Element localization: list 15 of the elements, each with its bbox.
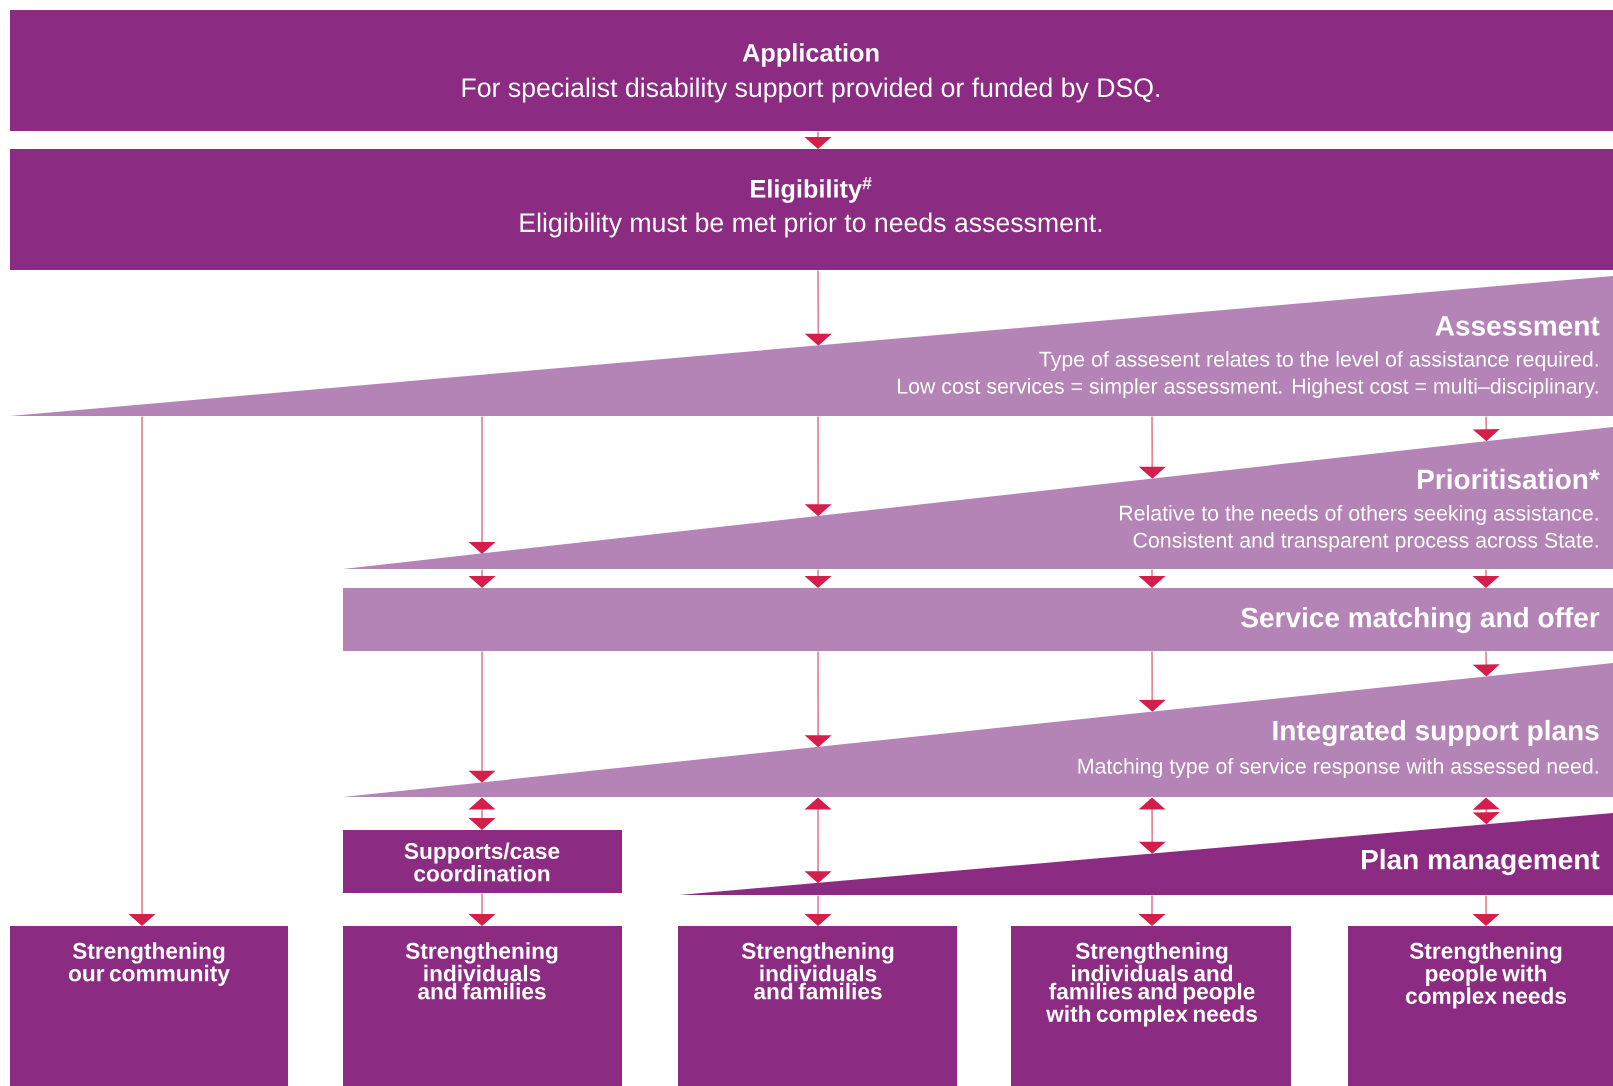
- outcome-box: Strengthening our community: [10, 926, 288, 1086]
- double-arrow: [468, 797, 496, 830]
- outcome-box: Strengthening individuals and families: [343, 926, 622, 1086]
- outcome-box: Strengthening individuals and families: [678, 926, 957, 1086]
- wedge-banner: Integrated support plans Matching type of service response with assessed need.: [343, 663, 1613, 797]
- wedge-banner: Prioritisation* Relative to the needs of others seeking assistance. Consistent and transparent process across State.: [343, 427, 1613, 569]
- stage-banner: Eligibility$^{#}$ Eligibility must be met prior to needs assessment.: [10, 149, 1613, 270]
- outcome-box: Strengthening individuals and families and people with complex needs: [1011, 926, 1291, 1086]
- stage-banner: Service matching and offer: [343, 588, 1613, 651]
- outcome-box: Strengthening people with complex needs: [1348, 926, 1613, 1086]
- process-box: Supports/case coordination: [343, 830, 622, 893]
- wedge-banner: Plan management: [679, 813, 1613, 895]
- wedge-banner: Assessment Type of assesent relates to the level of assistance required. Low cost services = simpler assessment. Highest cost = multi–disciplinary.: [10, 276, 1613, 416]
- stage-banner: Application For specialist disability support provided or funded by DSQ.: [10, 10, 1613, 131]
- double-arrow: [1138, 797, 1166, 854]
